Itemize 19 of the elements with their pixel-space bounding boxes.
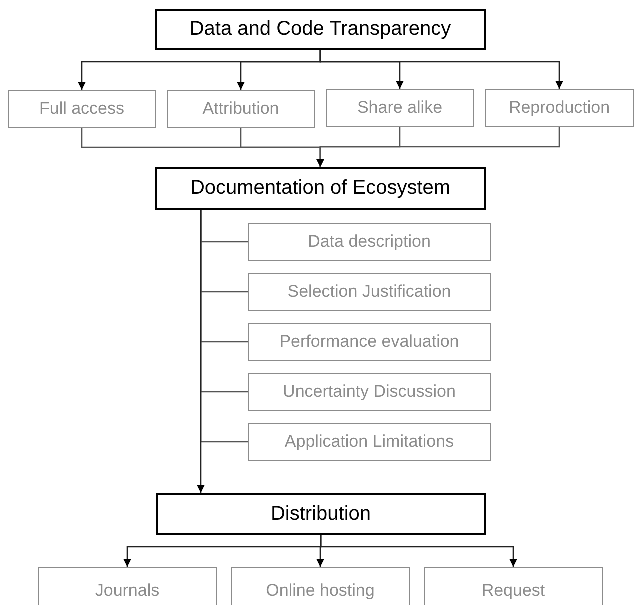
- connector: [320, 535, 518, 567]
- item-box: Request: [424, 567, 603, 605]
- connector: [316, 127, 560, 167]
- heading-box: Documentation of Ecosystem: [155, 167, 486, 210]
- heading-box: Data and Code Transparency: [155, 9, 486, 50]
- item-box: Performance evaluation: [248, 323, 491, 361]
- connector: [320, 50, 564, 89]
- item-box: Attribution: [167, 90, 315, 128]
- item-box: Data description: [248, 223, 491, 261]
- item-box: Share alike: [326, 89, 474, 127]
- item-box: Reproduction: [485, 89, 634, 127]
- item-box: Uncertainty Discussion: [248, 373, 491, 411]
- item-box: Full access: [8, 90, 156, 128]
- item-box: Selection Justification: [248, 273, 491, 311]
- connector: [197, 210, 205, 493]
- item-box: Journals: [38, 567, 217, 605]
- heading-box: Distribution: [156, 493, 486, 535]
- item-box: Application Limitations: [248, 423, 491, 461]
- item-box: Online hosting: [231, 567, 410, 605]
